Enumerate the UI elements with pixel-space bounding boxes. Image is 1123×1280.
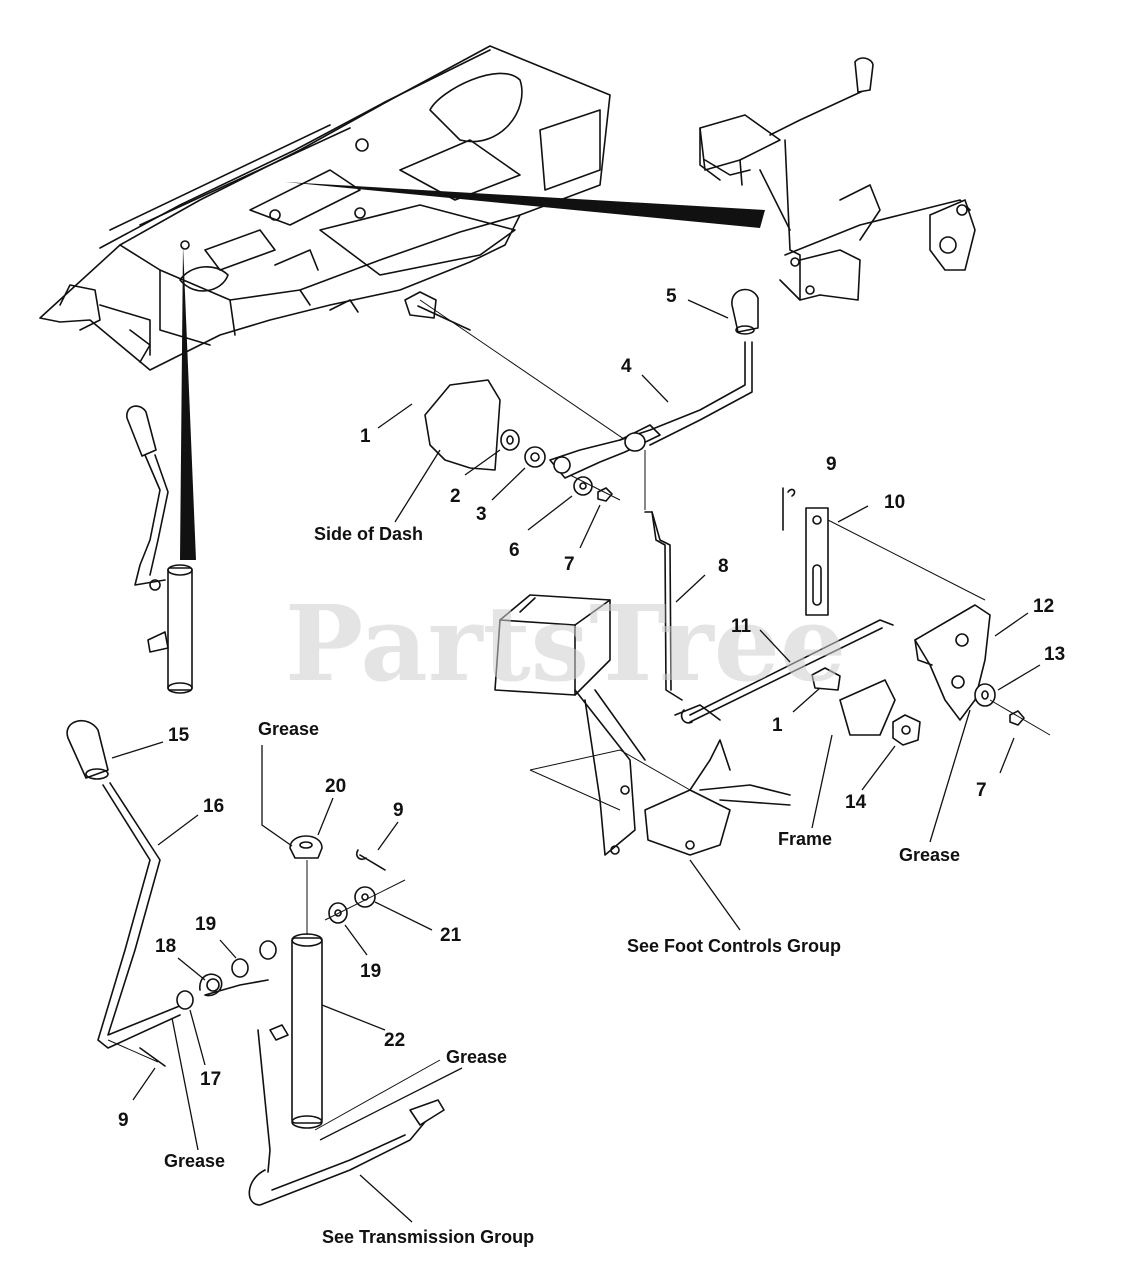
callout-11: 11 [731,616,752,637]
callout-19: 19 [195,914,216,935]
callout-14: 14 [845,792,867,813]
callout-7: 7 [564,554,575,575]
callout-9c: 9 [118,1110,129,1131]
callout-1b: 1 [772,715,783,736]
tractor-frame-illustration [39,45,611,371]
lower-lever-assembly [66,720,445,1206]
dash-lever-detail [699,57,976,301]
foot-pedal-assembly [494,594,791,856]
callout-10: 10 [884,492,905,513]
callout-3: 3 [476,504,487,525]
leader-lines [111,299,1041,1223]
callout-15: 15 [168,725,190,746]
callout-12: 12 [1033,596,1054,617]
callout-21: 21 [440,925,462,946]
bracket-assembly [680,487,1051,746]
detail-pointer-down [180,245,196,560]
detail-pointer-right [285,182,765,228]
callout-20: 20 [325,776,346,797]
note-see-transmission: See Transmission Group [322,1227,534,1247]
callout-4: 4 [621,356,632,377]
callout-18: 18 [155,936,176,957]
text-notes: Side of Dash Frame Grease See Foot Contr… [164,524,960,1247]
callout-7b: 7 [976,780,987,801]
callout-1: 1 [360,426,371,447]
note-see-foot-controls: See Foot Controls Group [627,936,841,956]
watermark: PartsTree [285,582,846,705]
callout-22: 22 [384,1030,405,1051]
note-grease-lever: Grease [164,1151,225,1171]
callout-5: 5 [666,286,677,307]
callout-9b: 9 [393,800,404,821]
callout-2: 2 [450,486,461,507]
callout-19b: 19 [360,961,381,982]
callout-8: 8 [718,556,729,577]
callout-numbers: 5 4 1 2 3 6 7 8 9 10 11 12 13 1 14 7 15 … [118,286,1065,1131]
shift-lever-assembly [404,288,759,701]
callout-16: 16 [203,796,224,817]
callout-6: 6 [509,540,520,561]
note-side-of-dash: Side of Dash [314,524,423,544]
callout-9: 9 [826,454,837,475]
note-frame: Frame [778,829,832,849]
callout-13: 13 [1044,644,1065,665]
note-grease-rod: Grease [446,1047,507,1067]
note-grease-bracket: Grease [899,845,960,865]
callout-17: 17 [200,1069,221,1090]
hand-lever-tube-assembly [126,405,193,694]
note-grease-cap: Grease [258,719,319,739]
